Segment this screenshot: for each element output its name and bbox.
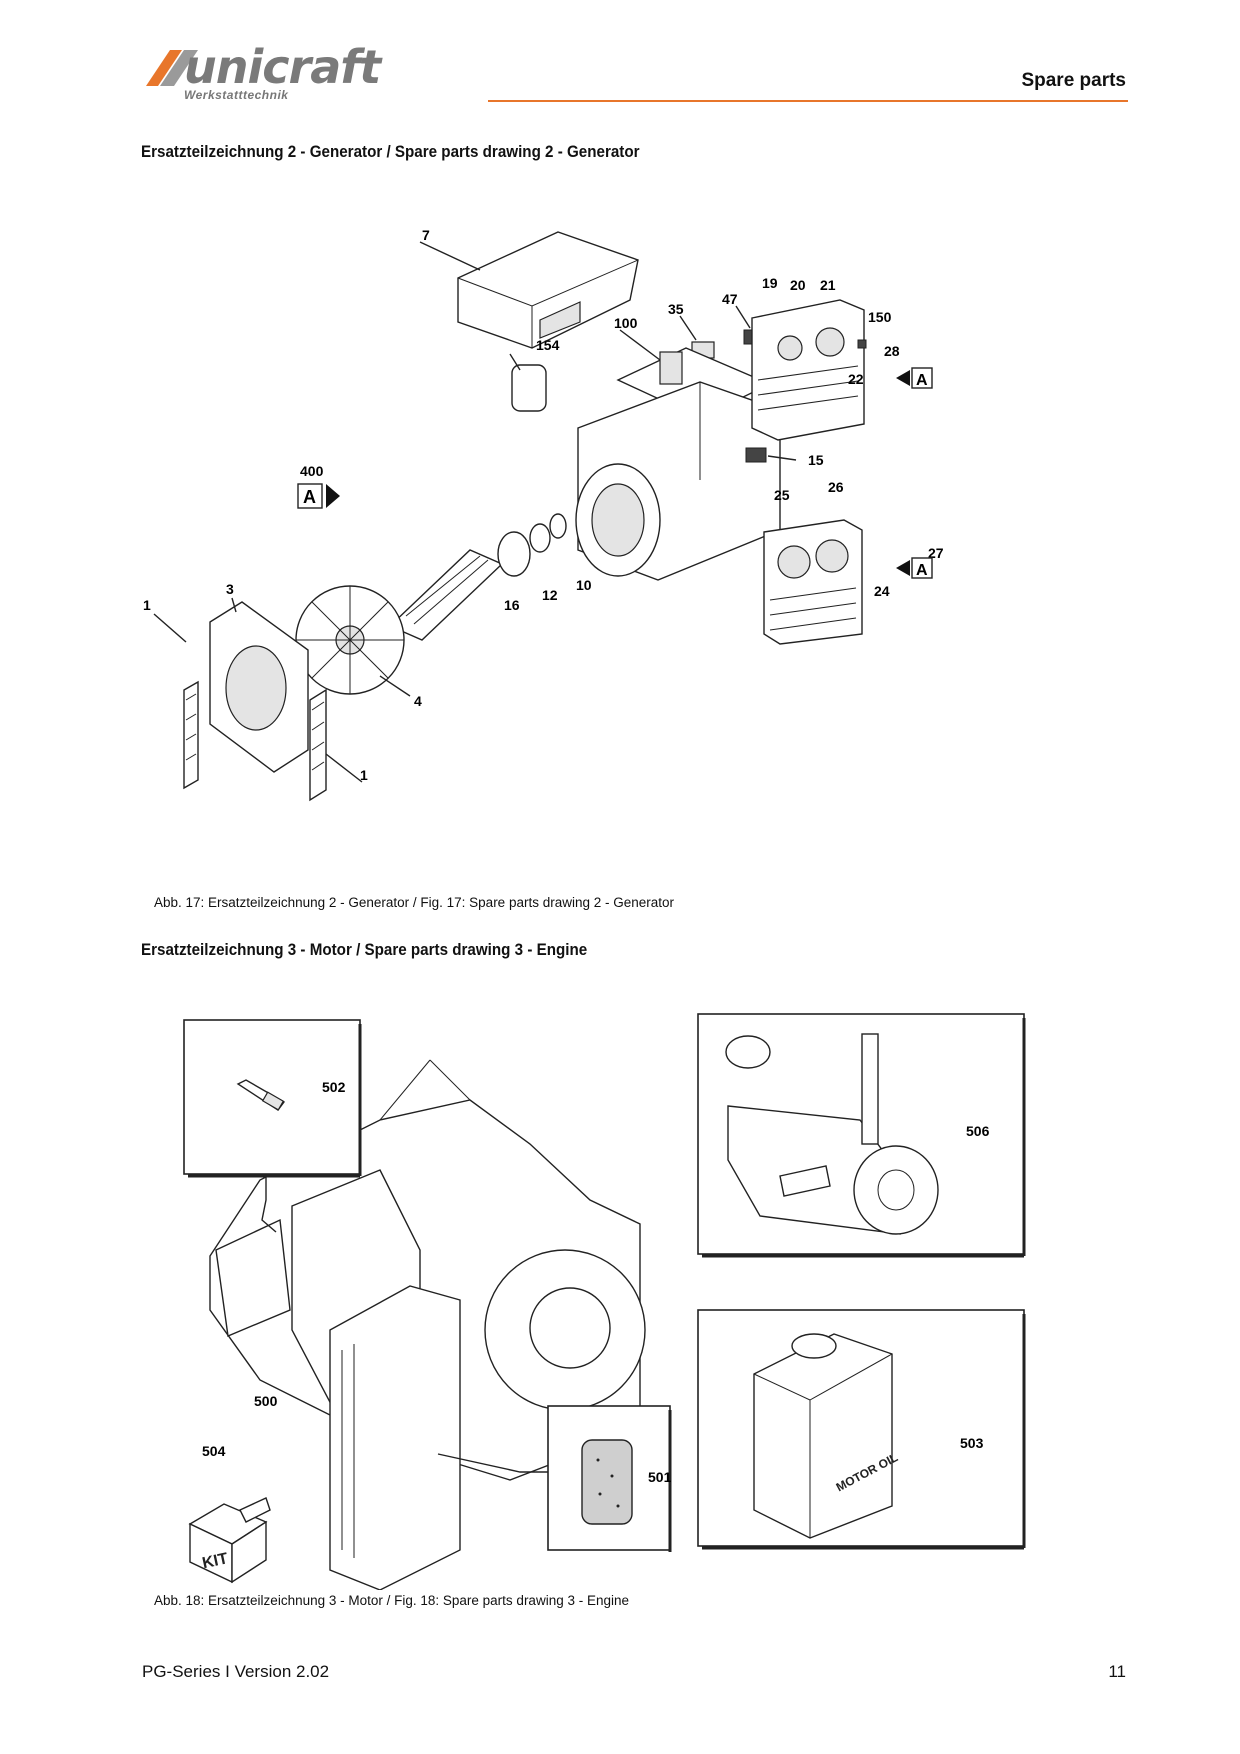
label-19: 19 — [762, 275, 778, 291]
brand-logo: unicraft Werkstatttechnik — [140, 40, 381, 106]
svg-text:A: A — [916, 562, 928, 579]
air-filter-housing-part — [329, 1285, 461, 1590]
svg-text:A: A — [303, 487, 316, 507]
capacitor-part — [511, 364, 547, 412]
svg-text:A: A — [916, 372, 928, 389]
ring-12-part — [529, 523, 551, 553]
footer-document-version: PG-Series I Version 2.02 — [142, 1662, 330, 1681]
callout-a-lower-icon: A — [896, 557, 933, 579]
label-21: 21 — [820, 277, 836, 293]
generator-exploded-drawing: 7 35 47 100 154 19 20 21 150 28 22 A 400 — [143, 227, 944, 802]
label-500: 500 — [254, 1393, 278, 1409]
label-26: 26 — [828, 479, 844, 495]
figure-18-caption: Abb. 18: Ersatzteilzeichnung 3 - Motor /… — [154, 1593, 629, 1608]
section-heading-generator: Ersatzteilzeichnung 2 - Generator / Spar… — [141, 143, 640, 161]
air-filter-element-part — [581, 1439, 633, 1525]
label-47: 47 — [722, 291, 738, 307]
label-27: 27 — [928, 545, 944, 561]
label-22: 22 — [848, 371, 864, 387]
kit-box-text: KIT — [201, 1550, 230, 1572]
fan-part — [295, 585, 405, 695]
figure-17-caption: Abb. 17: Ersatzteilzeichnung 2 - Generat… — [154, 895, 675, 910]
header-section-label: Spare parts — [1021, 70, 1126, 91]
label-20: 20 — [790, 277, 806, 293]
header-rule — [488, 100, 1128, 102]
logo-subtitle: Werkstatttechnik — [184, 88, 289, 102]
label-501: 501 — [648, 1469, 672, 1485]
rotor-part — [388, 549, 504, 641]
kit-box-part: KIT — [188, 1497, 271, 1584]
label-154: 154 — [536, 337, 560, 353]
label-400: 400 — [300, 463, 324, 479]
generator-cover-part — [419, 231, 639, 349]
label-150: 150 — [868, 309, 892, 325]
engine-parts-drawing: 502 500 KIT 504 501 506 — [183, 1013, 1026, 1590]
ring-10-part — [549, 513, 567, 539]
end-shield-part — [209, 601, 309, 773]
grille-right-part — [309, 688, 327, 802]
label-502: 502 — [322, 1079, 346, 1095]
label-15: 15 — [808, 452, 824, 468]
label-100: 100 — [614, 315, 638, 331]
section-heading-engine: Ersatzteilzeichnung 3 - Motor / Spare pa… — [141, 941, 588, 959]
bearing-part — [497, 531, 531, 577]
spark-plug-part — [236, 1079, 286, 1111]
front-panel-part — [751, 299, 865, 441]
part-15-icon — [745, 447, 767, 463]
logo-mark-icon — [146, 50, 198, 86]
logo-wordmark: unicraft — [184, 40, 381, 94]
label-504: 504 — [202, 1443, 226, 1459]
label-506: 506 — [966, 1123, 990, 1139]
muffler-part — [725, 1033, 939, 1235]
label-16: 16 — [504, 597, 520, 613]
generator-housing-part — [575, 381, 781, 581]
footer-page-number: 11 — [1108, 1662, 1126, 1681]
label-1-right: 1 — [360, 767, 368, 783]
rear-panel-part — [763, 519, 863, 645]
part-150-icon — [857, 339, 867, 349]
grille-left-part — [183, 680, 199, 790]
label-25: 25 — [774, 487, 790, 503]
callout-a-left-icon: A — [297, 483, 340, 509]
label-28: 28 — [884, 343, 900, 359]
label-12: 12 — [542, 587, 558, 603]
label-35: 35 — [668, 301, 684, 317]
callout-a-right-icon: A — [896, 367, 933, 389]
label-24: 24 — [874, 583, 890, 599]
label-3: 3 — [226, 581, 234, 597]
oil-canister-part: MOTOR OIL — [753, 1333, 900, 1539]
label-10: 10 — [576, 577, 592, 593]
label-7: 7 — [422, 227, 430, 243]
label-4: 4 — [414, 693, 422, 709]
label-1-left: 1 — [143, 597, 151, 613]
label-503: 503 — [960, 1435, 984, 1451]
